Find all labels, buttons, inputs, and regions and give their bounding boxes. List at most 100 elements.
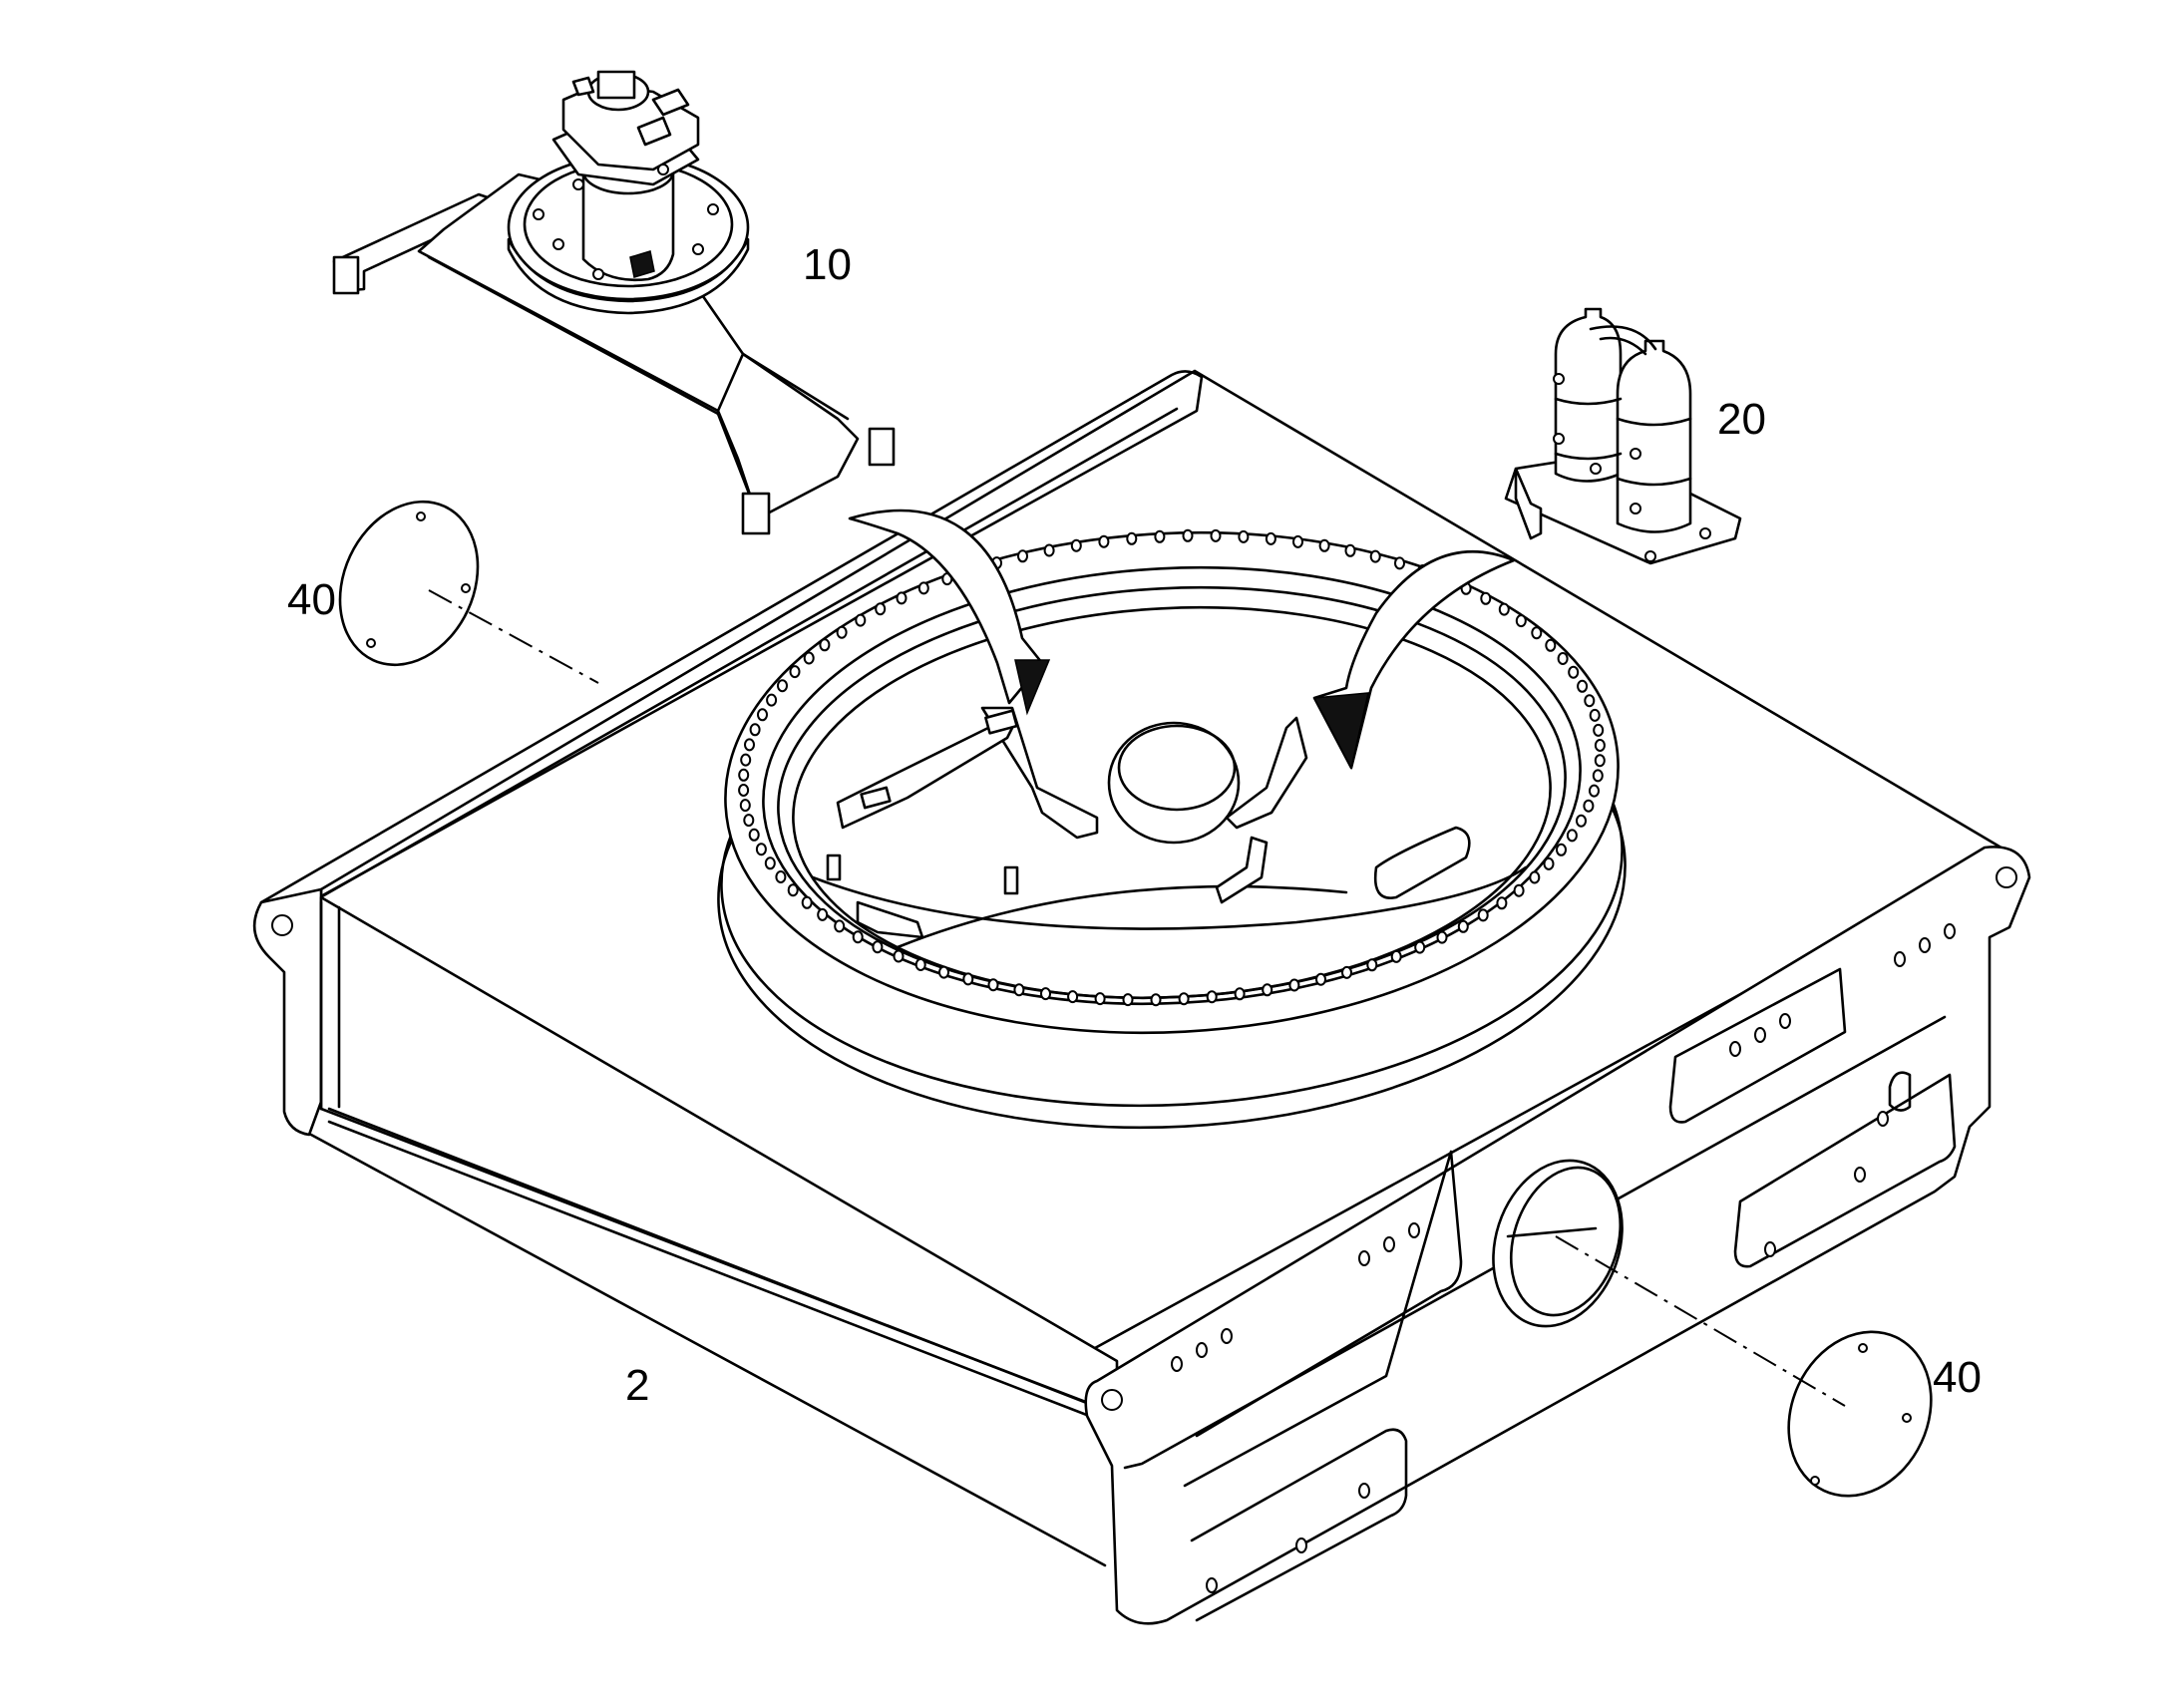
ring-bolt-hole xyxy=(1182,528,1194,542)
ring-bolt-hole xyxy=(1040,987,1051,1001)
ring-bolt-hole xyxy=(1126,531,1138,545)
ring-bolt-hole xyxy=(1556,843,1567,856)
slewing-ring xyxy=(717,528,1627,1130)
ring-bolt-hole xyxy=(834,919,846,933)
ring-bolt-hole xyxy=(1210,528,1222,542)
ring-bolt-hole xyxy=(789,665,801,679)
callout-2: 2 xyxy=(625,1361,649,1410)
callout-20: 20 xyxy=(1717,395,1766,444)
ring-bolt-hole xyxy=(1414,940,1426,954)
ring-bolt-hole xyxy=(1515,614,1527,628)
end-plate-panel-3 xyxy=(1183,1150,1463,1488)
ring-bolt-hole xyxy=(744,738,755,752)
ring-bolt-hole xyxy=(1589,784,1600,798)
ring-bolt-hole xyxy=(801,895,813,909)
ring-bolt-hole xyxy=(1529,870,1541,884)
ring-bolt-hole xyxy=(1457,919,1469,933)
ring-bolt-hole xyxy=(914,958,926,971)
ring-bolt-hole xyxy=(917,581,929,595)
ring-bolt-hole xyxy=(1013,983,1025,997)
callout-10: 10 xyxy=(803,240,852,289)
ring-bolt-hole xyxy=(1557,652,1569,665)
ring-bolt-hole xyxy=(1178,992,1190,1006)
ring-bolt-hole xyxy=(787,883,799,897)
ring-bolt-hole xyxy=(1070,538,1082,552)
ring-bolt-hole xyxy=(1344,543,1356,557)
ring-bolt-hole xyxy=(755,843,767,856)
ring-bolt-hole xyxy=(1531,626,1543,640)
ring-bolt-hole xyxy=(1094,992,1106,1006)
ring-bolt-hole xyxy=(743,814,755,828)
ring-bolt-hole xyxy=(1366,958,1378,972)
cover-plate-right xyxy=(1787,1330,1933,1498)
accumulator-bolts xyxy=(1553,373,1711,562)
ring-bolt-hole xyxy=(1017,549,1028,563)
ring-bolt-hole xyxy=(938,965,949,979)
ring-bolt-hole xyxy=(1584,694,1596,708)
ring-bolt-hole xyxy=(1265,531,1276,545)
ring-bolt-hole xyxy=(739,799,751,813)
ring-bolt-hole xyxy=(1318,538,1330,552)
ring-bolt-hole xyxy=(1496,896,1508,910)
ring-bolt-hole xyxy=(1568,665,1580,679)
ring-bolt-hole xyxy=(740,753,752,767)
cover-plate-left xyxy=(338,500,480,667)
ring-bolt-hole xyxy=(987,978,999,992)
ring-bolt-hole xyxy=(1593,723,1605,737)
ring-bolt-hole xyxy=(775,870,787,883)
ring-bolt-hole xyxy=(738,784,750,797)
ring-bolt-hole xyxy=(875,602,887,616)
ring-bolt-hole xyxy=(766,693,778,707)
end-plate-panel-1 xyxy=(1668,967,1847,1124)
callout-40-right: 40 xyxy=(1933,1353,1982,1402)
ring-bolt-hole xyxy=(836,625,848,639)
ring-bolt-hole xyxy=(896,591,908,605)
ring-bolt-hole xyxy=(872,940,884,954)
ring-bolt-hole xyxy=(1043,543,1055,557)
ring-bolt-hole xyxy=(1589,708,1601,722)
ring-bolt-hole xyxy=(1288,978,1300,992)
ring-bolt-hole xyxy=(1341,965,1352,979)
ring-bolt-hole xyxy=(1480,591,1492,605)
ring-bolt-hole xyxy=(1513,883,1525,897)
ring-bolt-hole xyxy=(1577,679,1589,693)
ring-bolt-hole xyxy=(819,638,831,652)
access-opening xyxy=(1492,1159,1624,1328)
ring-bolt-hole xyxy=(1477,908,1489,922)
accumulator-assembly xyxy=(1504,307,1742,565)
ring-bolt-hole xyxy=(1436,930,1448,944)
ring-bolt-hole xyxy=(757,708,768,722)
ring-bolt-hole xyxy=(1292,534,1303,548)
insertion-arrow-left xyxy=(848,509,1051,716)
ring-bolt-hole xyxy=(738,768,750,782)
drive-flange-bolts xyxy=(533,164,719,280)
end-plate-panel-4 xyxy=(1190,1428,1408,1622)
centerline-left-cover xyxy=(428,589,599,684)
ring-bolt-hole xyxy=(1098,534,1110,548)
ring-bolt-hole xyxy=(1592,769,1604,783)
accumulator-bottle-rear xyxy=(1554,307,1623,483)
ring-bolt-hole xyxy=(1566,829,1578,843)
ring-bolt-hole xyxy=(1594,739,1606,752)
ring-bolt-hole xyxy=(1234,987,1246,1001)
ring-bolt-hole xyxy=(893,949,905,963)
ring-bolt-hole xyxy=(1238,529,1250,543)
central-hub xyxy=(1107,721,1241,845)
ring-bolt-hole xyxy=(1583,799,1595,813)
end-plate-bolt-holes xyxy=(1171,923,1956,1593)
ring-bolt-hole xyxy=(1262,983,1273,997)
ring-bolt-hole xyxy=(855,613,867,627)
ring-bolt-hole xyxy=(1315,972,1326,986)
ring-bolt-hole xyxy=(764,856,776,870)
ring-bolt-hole xyxy=(1122,993,1134,1007)
ring-bolt-hole xyxy=(1369,549,1381,563)
ring-bolt-hole xyxy=(1394,556,1405,570)
frame-back-rail xyxy=(259,370,1204,904)
ring-bolt-hole xyxy=(1067,990,1079,1004)
ring-bolt-hole xyxy=(749,723,761,737)
centerline-right-cover xyxy=(1555,1235,1846,1407)
ring-bolt-hole xyxy=(1154,529,1166,543)
accumulator-bottle-front xyxy=(1616,339,1692,533)
ring-bolt-circle xyxy=(738,528,1606,1007)
